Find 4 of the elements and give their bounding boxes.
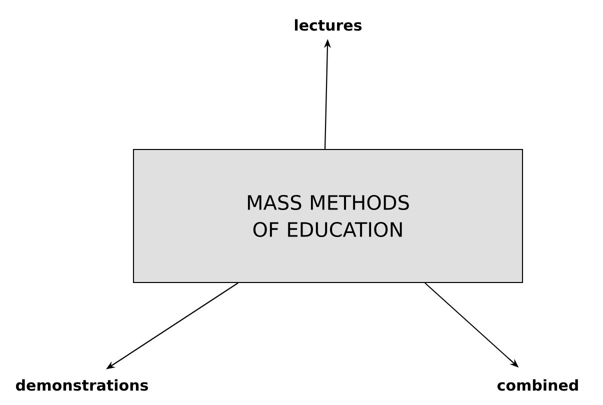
label: demonstrations — [16, 379, 148, 391]
process-box: MASS METHODS OF EDUCATION — [133, 149, 523, 283]
label: lectures — [294, 19, 362, 31]
label: combined — [498, 379, 578, 391]
